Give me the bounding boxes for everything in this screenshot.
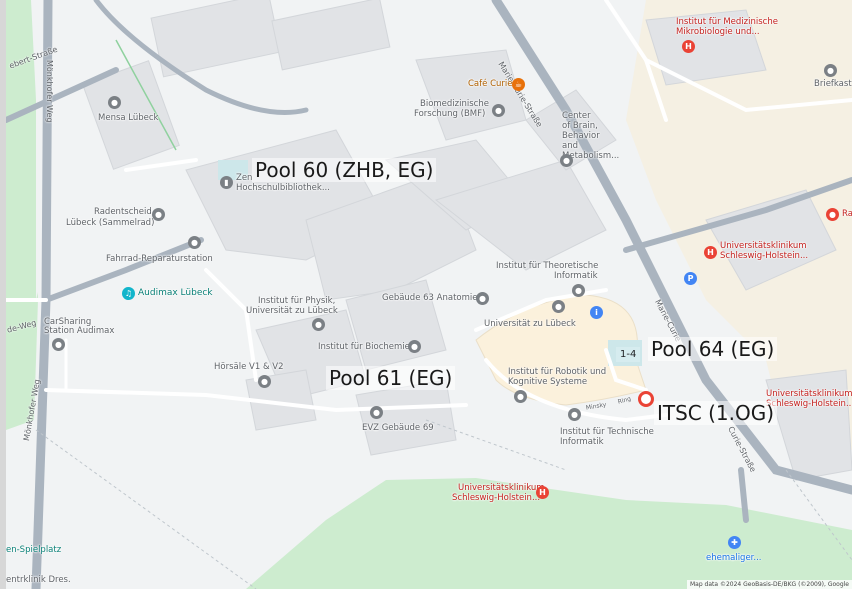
poi-evz[interactable]: EVZ Gebäude 69 <box>362 423 434 433</box>
poi-bmf-line2[interactable]: Forschung (BMF) <box>414 109 486 119</box>
poi-ra[interactable]: Ra <box>842 209 852 219</box>
parking-icon[interactable]: P <box>684 272 697 285</box>
label-itsc: ITSC (1.OG) <box>654 401 778 425</box>
poi-radentscheid-line2[interactable]: Lübeck (Sammelrad) <box>66 218 155 228</box>
poi-uni[interactable]: Universität zu Lübeck <box>484 319 576 329</box>
school-icon[interactable]: ● <box>492 104 505 117</box>
label-pool-61: Pool 61 (EG) <box>326 366 456 390</box>
poi-physik-line1[interactable]: Institut für Physik, <box>258 296 336 306</box>
poi-hoersaele[interactable]: Hörsäle V1 & V2 <box>214 362 284 372</box>
poi-zhb-line2[interactable]: Hochschulbibliothek... <box>236 183 330 193</box>
poi-audimax[interactable]: Audimax Lübeck <box>138 288 213 298</box>
poi-carsharing-line2[interactable]: Station Audimax <box>44 326 115 336</box>
school-icon[interactable]: ● <box>514 390 527 403</box>
poi-uksh-north-line2[interactable]: Schleswig-Holstein... <box>720 251 809 261</box>
poi-zhb-line1[interactable]: Zen <box>236 173 253 183</box>
poi-techinf-line1[interactable]: Institut für Technische <box>560 427 654 437</box>
poi-cbbm-line4[interactable]: and <box>562 141 578 151</box>
restaurant-icon[interactable]: ● <box>826 208 839 221</box>
minor-roads <box>6 0 852 423</box>
label-pool-60: Pool 60 (ZHB, EG) <box>252 158 437 182</box>
music-venue-icon[interactable]: ♫ <box>122 287 135 300</box>
restroom-icon[interactable]: i <box>590 306 603 319</box>
room-range-badge: 1-4 <box>616 347 641 362</box>
school-icon[interactable]: ● <box>560 154 573 167</box>
poi-theo-line2[interactable]: Informatik <box>554 271 598 281</box>
footpaths <box>35 419 852 589</box>
label-pool-64: Pool 64 (EG) <box>648 337 778 361</box>
school-icon[interactable]: ● <box>408 340 421 353</box>
poi-anatomie[interactable]: Gebäude 63 Anatomie <box>382 293 478 303</box>
school-icon[interactable]: ● <box>370 406 383 419</box>
park-area <box>246 478 852 589</box>
poi-uksh-south-line2[interactable]: Schleswig-Holstein... <box>452 493 541 503</box>
school-icon[interactable]: ● <box>572 284 585 297</box>
green-path <box>115 39 177 151</box>
poi-cbbm-line3[interactable]: Behavior <box>562 131 600 141</box>
poi-cbbm-line1[interactable]: Center <box>562 111 591 121</box>
poi-spielplatz[interactable]: en-Spielplatz <box>6 545 62 555</box>
mailbox-icon[interactable]: ● <box>824 64 837 77</box>
info-icon[interactable]: ✚ <box>728 536 741 549</box>
street-label-moenkhofer-top: Mönkhofer Weg <box>45 60 54 123</box>
poi-physik-line2[interactable]: Universität zu Lübeck <box>246 306 338 316</box>
poi-uksh-east-line2[interactable]: Schleswig-Holstein... <box>766 399 852 409</box>
library-icon[interactable]: ▮ <box>220 176 233 189</box>
map-attribution: Map data ©2024 GeoBasis-DE/BKG (©2009), … <box>686 580 852 589</box>
selected-location-icon[interactable] <box>638 391 654 407</box>
poi-robotik-line2[interactable]: Kognitive Systeme <box>508 377 588 387</box>
poi-robotik-line1[interactable]: Institut für Robotik und <box>508 367 607 377</box>
poi-carsharing-line1[interactable]: CarSharing <box>44 317 92 327</box>
hospital-icon[interactable]: H <box>682 40 695 53</box>
hospital-icon[interactable]: H <box>536 486 549 499</box>
poi-theo-line1[interactable]: Institut für Theoretische <box>496 261 599 271</box>
school-icon[interactable]: ● <box>568 408 581 421</box>
poi-bmf-line1[interactable]: Biomedizinische <box>420 99 489 109</box>
poi-cbbm-line5[interactable]: Metabolism... <box>562 151 620 161</box>
poi-biochemie[interactable]: Institut für Biochemie <box>318 342 410 352</box>
repair-icon[interactable]: ● <box>188 236 201 249</box>
poi-techinf-line2[interactable]: Informatik <box>560 437 604 447</box>
poi-ehemaliger[interactable]: ehemaliger... <box>706 553 762 563</box>
pool-building <box>218 160 248 180</box>
poi-cbbm-line2[interactable]: of Brain, <box>562 121 598 131</box>
poi-uksh-south-line1[interactable]: Universitätsklinikum <box>458 483 545 493</box>
poi-marker-icon[interactable]: ● <box>108 96 121 109</box>
poi-fahrrad[interactable]: Fahrrad-Reparaturstation <box>106 254 213 264</box>
hospital-icon[interactable]: H <box>704 246 717 259</box>
school-icon[interactable]: ● <box>312 318 325 331</box>
cafe-icon[interactable]: ☕ <box>512 78 525 91</box>
poi-radentscheid-line1[interactable]: Radentscheid <box>94 207 152 217</box>
school-icon[interactable]: ● <box>476 292 489 305</box>
poi-uksh-north-line1[interactable]: Universitätsklinikum <box>720 241 807 251</box>
school-icon[interactable]: ● <box>258 375 271 388</box>
car-icon[interactable]: ● <box>52 338 65 351</box>
poi-uksh-east-line1[interactable]: Universitätsklinikum <box>766 389 852 399</box>
poi-mensa[interactable]: Mensa Lübeck <box>98 113 159 123</box>
school-icon[interactable]: ● <box>552 300 565 313</box>
bike-icon[interactable]: ● <box>152 208 165 221</box>
poi-mikro-line2[interactable]: Mikrobiologie und... <box>676 27 760 37</box>
poi-briefkasten[interactable]: Briefkast <box>814 79 852 89</box>
poi-zentrum[interactable]: entrklinik Dres. <box>6 575 71 585</box>
map-view[interactable]: Marie-Curie-Straße Marie-Curie Curie-Str… <box>6 0 852 589</box>
poi-cafe[interactable]: Café Curie <box>468 79 513 89</box>
poi-mikro-line1[interactable]: Institut für Medizinische <box>676 17 778 27</box>
